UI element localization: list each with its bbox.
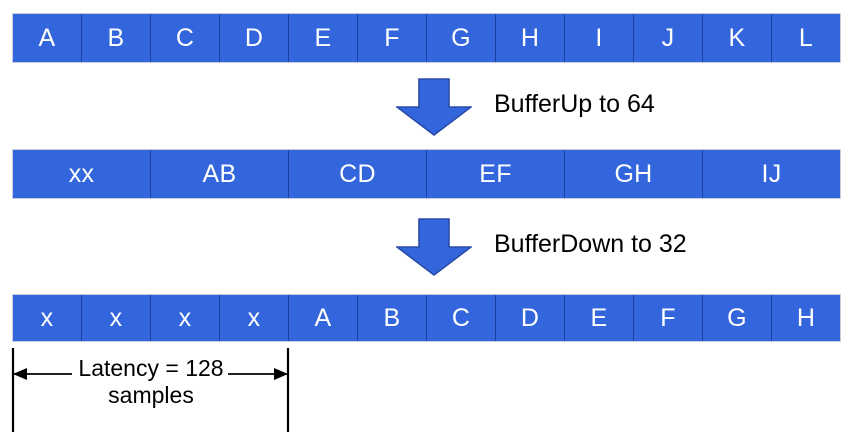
operation-label-bufferdown: BufferDown to 32 — [494, 230, 687, 258]
buffer-cell: B — [358, 295, 427, 341]
buffer-cell: IJ — [703, 150, 840, 198]
input-buffer-row: A B C D E F G H I J K L — [12, 13, 841, 63]
buffer-cell: xx — [13, 150, 151, 198]
buffer-cell: EF — [427, 150, 565, 198]
buffer-cell: A — [289, 295, 358, 341]
operation-label-bufferup: BufferUp to 64 — [494, 90, 655, 118]
latency-dimension-bracket — [11, 348, 290, 432]
buffer-cell: D — [496, 295, 565, 341]
latency-label-line1: Latency = 128 — [78, 355, 224, 381]
buffer-cell: B — [82, 14, 151, 62]
buffer-cell: D — [220, 14, 289, 62]
buffer-cell: F — [634, 295, 703, 341]
buffer-cell: K — [703, 14, 772, 62]
buffer-cell: I — [565, 14, 634, 62]
latency-label: Latency = 128 samples — [48, 355, 254, 409]
buffered-down-row: x x x x A B C D E F G H — [12, 294, 841, 342]
buffer-cell: C — [151, 14, 220, 62]
down-block-arrow-icon — [394, 78, 474, 137]
buffer-cell: x — [82, 295, 151, 341]
latency-label-line2: samples — [108, 382, 194, 408]
buffer-cell: J — [634, 14, 703, 62]
buffer-cell: G — [427, 14, 496, 62]
buffer-cell: H — [772, 295, 840, 341]
buffer-cell: CD — [289, 150, 427, 198]
buffer-cell: H — [496, 14, 565, 62]
buffer-cell: C — [427, 295, 496, 341]
buffer-cell: E — [565, 295, 634, 341]
buffer-cell: A — [13, 14, 82, 62]
buffer-cell: G — [703, 295, 772, 341]
down-block-arrow-icon — [394, 218, 474, 277]
buffer-cell: E — [289, 14, 358, 62]
buffer-cell: F — [358, 14, 427, 62]
buffer-cell: x — [13, 295, 82, 341]
buffer-cell: GH — [565, 150, 703, 198]
buffer-cell: x — [151, 295, 220, 341]
buffer-cell: AB — [151, 150, 289, 198]
buffered-up-row: xx AB CD EF GH IJ — [12, 149, 841, 199]
buffer-cell: L — [772, 14, 840, 62]
buffer-cell: x — [220, 295, 289, 341]
